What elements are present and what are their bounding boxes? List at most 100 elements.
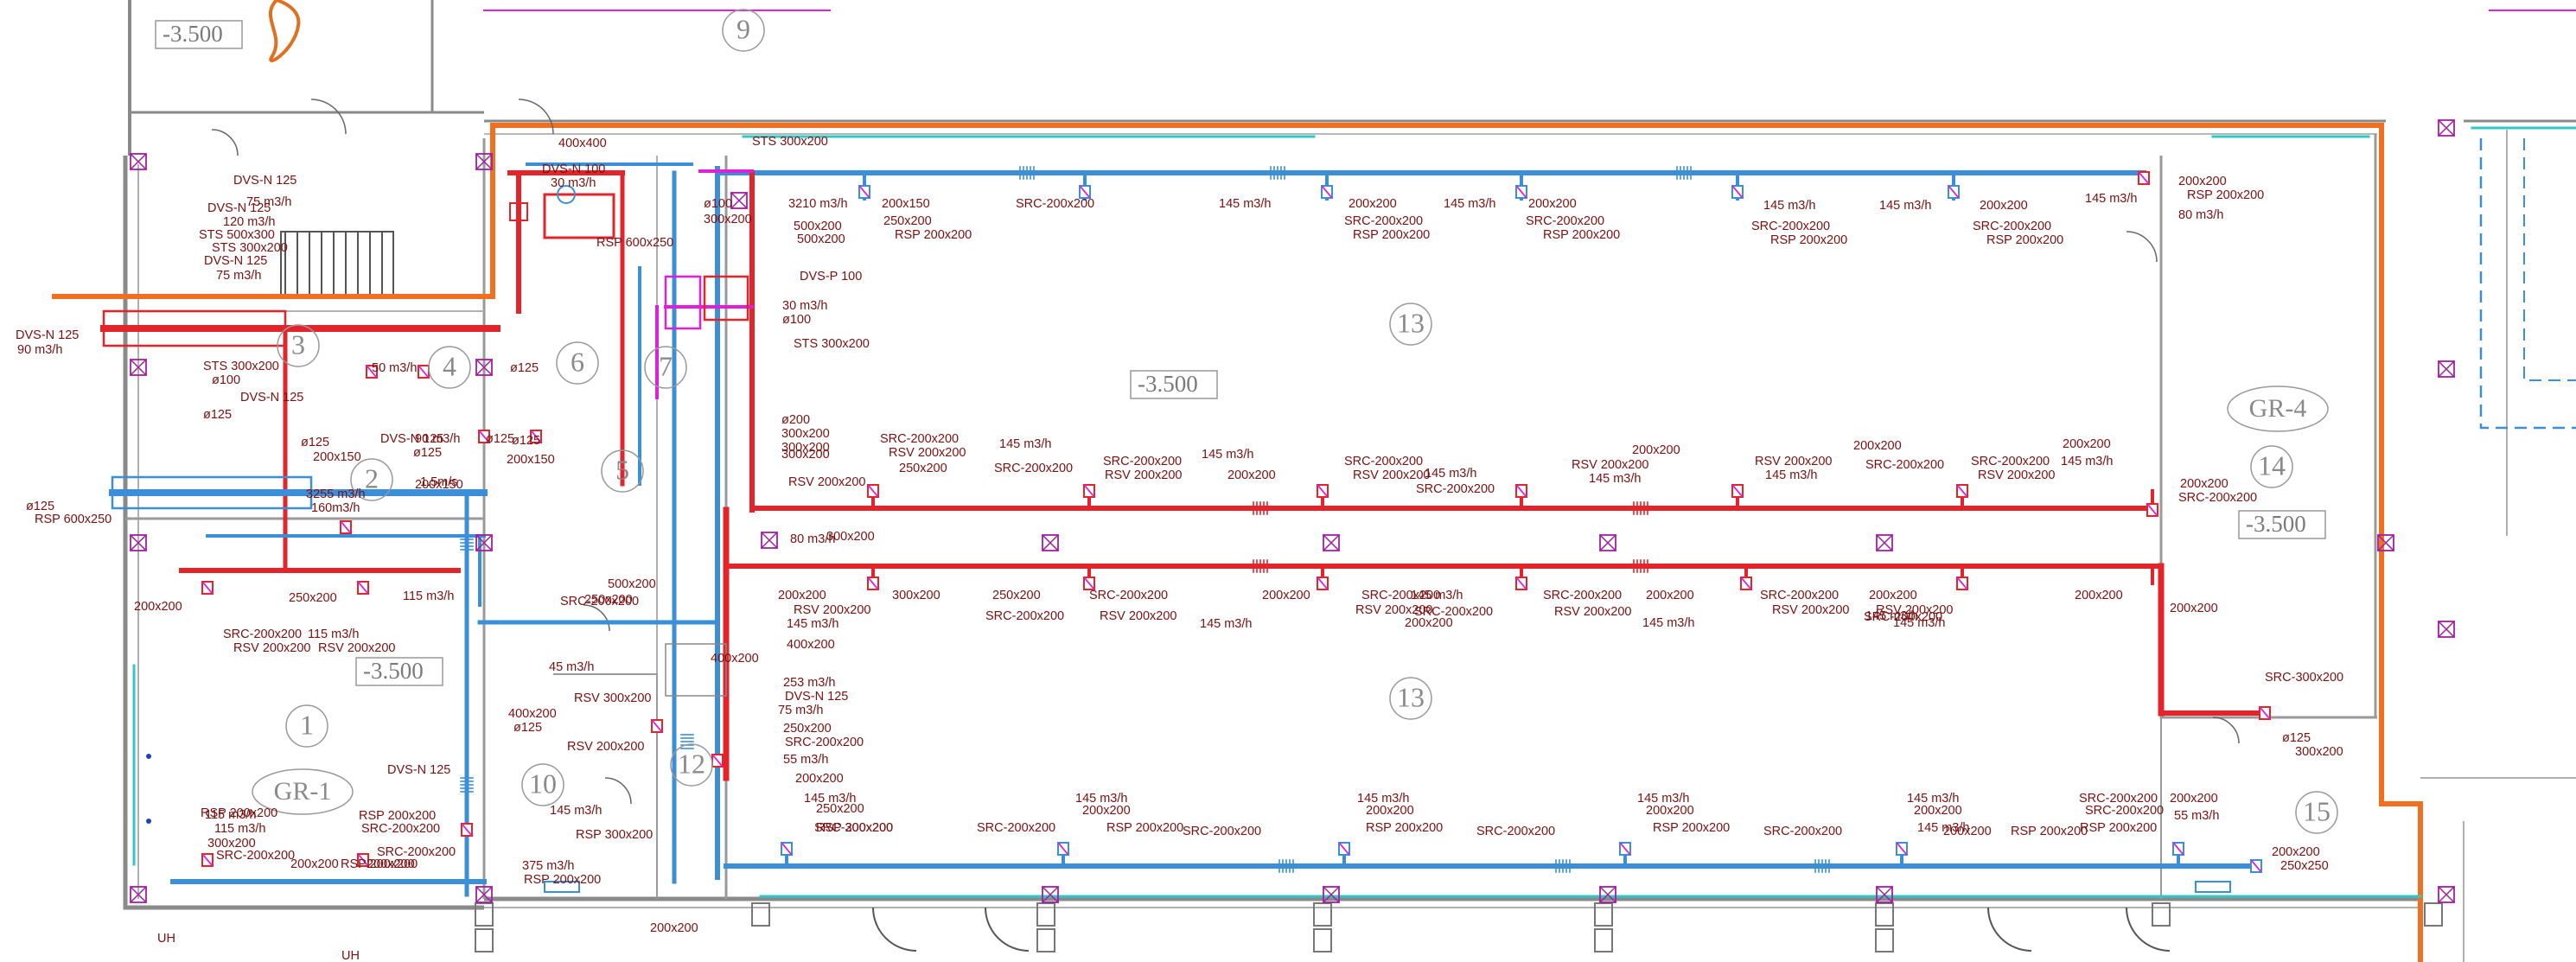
terminal-box-icon: [129, 533, 148, 552]
duct-label: 145 m3/h: [1642, 616, 1694, 630]
duct-label: RSP 200x200: [1106, 821, 1183, 835]
duct-label: 145 m3/h: [1202, 448, 1253, 462]
column: [1875, 902, 1894, 927]
duct-label: 90 m3/h: [17, 343, 62, 357]
duct-label: RSP 200x200: [895, 228, 972, 242]
elevation-box: [355, 657, 443, 686]
duct-label: 200x200: [1646, 589, 1694, 602]
duct-label: 200x200: [778, 589, 826, 602]
duct-label: ø125: [512, 434, 540, 448]
terminal-box-icon: [475, 533, 494, 552]
duct-label: 145 m3/h: [787, 617, 838, 631]
damper-icon: [1731, 484, 1744, 498]
duct-label: 115 m3/h: [205, 808, 256, 822]
room-number-circle: [285, 704, 328, 748]
duct-label: 145 m3/h: [1589, 472, 1641, 486]
duct-label: RSP 200x200: [201, 806, 277, 820]
damper-icon: [1317, 577, 1329, 590]
sensor: [146, 754, 151, 759]
room-number-circle: [556, 341, 599, 385]
duct-label: SRC-200x200: [1414, 605, 1493, 619]
terminal-box-icon: [1041, 885, 1060, 904]
damper-icon: [1956, 484, 1968, 498]
elevation-label: -3.500: [2246, 511, 2306, 537]
duct-label: 145 m3/h: [1637, 792, 1689, 806]
duct-label: 145 m3/h: [2085, 192, 2137, 206]
duct-label: 200x200: [1366, 804, 1414, 818]
terminal-box-icon: [1598, 533, 1617, 552]
duct-label: 375 m3/h: [522, 859, 574, 873]
duct-label: 45 m3/h: [549, 660, 594, 674]
terminal-box-icon: [1322, 533, 1341, 552]
duct-label: 200x200: [1943, 825, 1992, 838]
duct-label: 55 m3/h: [783, 753, 828, 767]
duct-label: SRC-200x200: [1416, 482, 1495, 496]
duct-label: 300x200: [207, 837, 256, 851]
damper-icon: [2259, 706, 2271, 720]
duct-label: SRC-200x200: [2085, 804, 2164, 818]
duct-label: 500x200: [608, 577, 656, 591]
duct-label: 200x200: [1262, 589, 1310, 602]
door-arc: [211, 129, 239, 156]
damper-icon: [867, 484, 879, 498]
terminal-box-icon: [1875, 533, 1894, 552]
room-number: 10: [529, 768, 557, 799]
duct-label: 200x200: [650, 921, 698, 935]
duct-label: 145 m3/h: [1425, 467, 1476, 481]
duct-label: 200x200: [1349, 197, 1397, 211]
duct-label: 200x150: [882, 197, 930, 211]
duct-label: 145 m3/h: [1865, 609, 1917, 623]
damper-icon: [1317, 484, 1329, 498]
duct-label: 200x200: [2170, 792, 2218, 806]
duct-label: 253 m3/h: [783, 676, 835, 690]
duct-label: RSV 200x200: [1876, 603, 1953, 617]
duct-label: DVS-N 100: [542, 162, 605, 176]
room-number: 9: [736, 13, 750, 44]
duct-label: SRC-200x200: [880, 432, 959, 446]
duct-label: ø100: [704, 197, 732, 211]
duct-label: 200x200: [2170, 602, 2218, 615]
duct-label: UH: [157, 932, 175, 946]
elevation-label: -3.500: [363, 658, 424, 684]
duct-label: 400x200: [711, 652, 759, 666]
duct-label: STS 300x200: [203, 360, 279, 373]
duct-label: SRC-200x200: [1344, 455, 1423, 468]
room-number-circle: [670, 743, 713, 787]
duct-label: 145 m3/h: [1765, 468, 1817, 482]
duct-label: RSV 200x200: [1554, 605, 1631, 619]
duct-label: 300x200: [892, 589, 940, 602]
duct-label: SRC-200x200: [1476, 825, 1555, 838]
duct-label: SRC-200x200: [1760, 589, 1839, 602]
duct-label: SRC-200x200: [1543, 589, 1622, 602]
duct-label: SRC-200x200: [1183, 825, 1261, 838]
spiral-stair: [268, 0, 301, 63]
damper-icon: [1515, 577, 1527, 590]
duct-label: SRC-200x200: [994, 462, 1073, 475]
duct-label: SRC-200x200: [2178, 491, 2257, 505]
duct-label: RSV 200x200: [1355, 603, 1432, 617]
duct-label: 300x200: [704, 213, 752, 226]
duct-label: 145 m3/h: [999, 437, 1051, 451]
terminal-box-icon: [760, 531, 779, 550]
duct-label: DVS-N 125: [233, 174, 296, 188]
duct-label: DVS-N 125: [380, 432, 443, 446]
duct-label: SRC-200x200: [1973, 220, 2051, 233]
duct-label: SRC-200x200: [361, 822, 440, 836]
duct-label: RSP 200x200: [1653, 821, 1730, 835]
duct-label: 200x200: [2063, 437, 2111, 451]
duct-label: RSP 200x200: [2187, 188, 2264, 202]
zone-label: GR-1: [274, 777, 332, 806]
duct-label: 200x200: [1227, 468, 1276, 482]
terminal-box-icon: [2376, 533, 2395, 552]
duct-label: 300x200: [781, 448, 830, 462]
room-number-circle: [601, 449, 644, 493]
duct-label: ø100: [782, 313, 811, 327]
room-number-circle: [1389, 677, 1432, 720]
duct-label: 500x200: [794, 220, 842, 233]
duct-label: 250x200: [816, 802, 864, 816]
duct-label: 55 m3/h: [2174, 809, 2219, 823]
duct-label: RSP 300x200: [576, 828, 653, 842]
door-arc: [985, 907, 1030, 952]
door-arc: [310, 99, 347, 135]
room-number-circle: [1389, 303, 1432, 346]
